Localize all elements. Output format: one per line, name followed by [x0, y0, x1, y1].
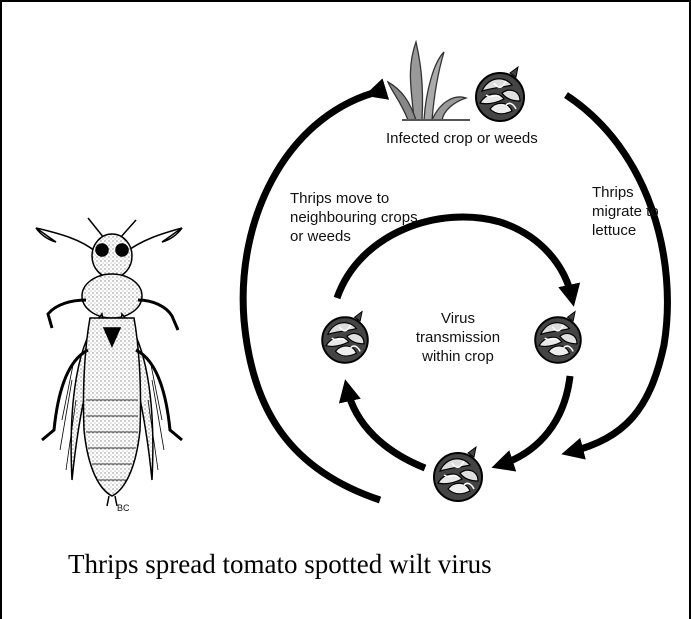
figure-caption: Thrips spread tomato spotted wilt virus	[68, 549, 492, 580]
outer-arc-right	[566, 95, 667, 452]
lettuce-head-icon	[322, 312, 368, 363]
left-arc-label: Thrips move to neighbouring crops or wee…	[290, 189, 420, 246]
signature: BC	[117, 499, 130, 518]
inner-arc-right	[500, 376, 570, 465]
inner-arc-left	[347, 388, 425, 468]
lettuce-head-icon	[476, 67, 524, 121]
weed-plant-icon	[388, 42, 470, 120]
thrips-insect-icon	[36, 218, 182, 506]
node-label-center: Virus transmission within crop	[408, 309, 508, 366]
right-arc-label: Thrips migrate to lettuce	[592, 183, 670, 240]
node-label-top: Infected crop or weeds	[386, 129, 538, 148]
lettuce-head-icon	[535, 312, 581, 363]
outer-arc-left	[243, 93, 380, 500]
lettuce-head-icon	[434, 447, 482, 501]
